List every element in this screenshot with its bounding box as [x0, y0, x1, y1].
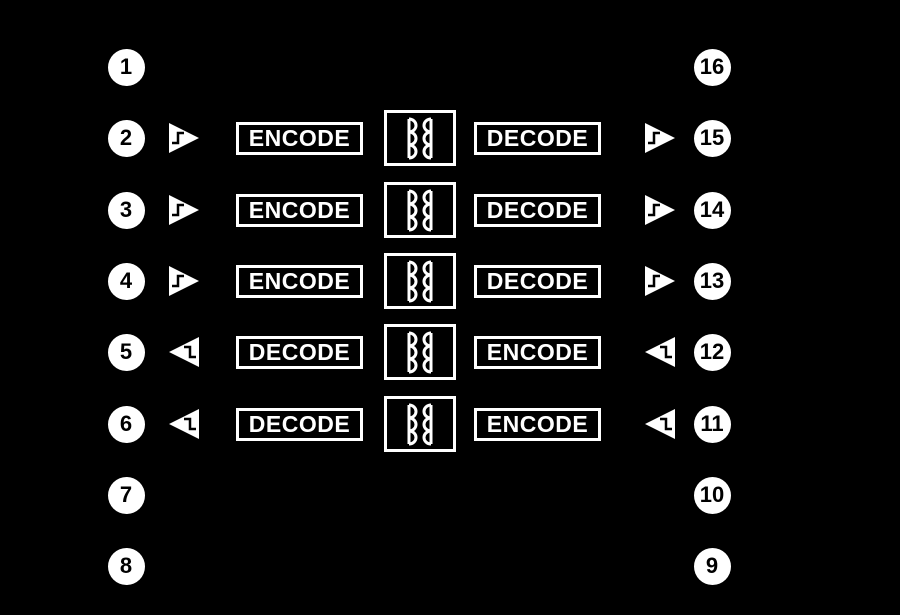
schmitt-buffer-icon [169, 123, 199, 153]
pin-10: 10 [693, 476, 731, 514]
pin-1: 1 [107, 48, 145, 86]
schmitt-buffer-icon [169, 409, 199, 439]
schmitt-buffer-icon [645, 195, 675, 225]
transformer-isolation-icon [384, 182, 456, 238]
schmitt-buffer-icon [169, 337, 199, 367]
schmitt-buffer-icon [169, 195, 199, 225]
pin-14: 14 [693, 191, 731, 229]
pin-11: 11 [693, 405, 731, 443]
pin-9: 9 [693, 547, 731, 585]
transformer-isolation-icon [384, 253, 456, 309]
decode-block: DECODE [474, 193, 601, 227]
decode-block: DECODE [236, 407, 363, 441]
schmitt-buffer-icon [645, 337, 675, 367]
schmitt-buffer-icon [645, 409, 675, 439]
encode-block: ENCODE [236, 121, 363, 155]
schmitt-buffer-icon [645, 123, 675, 153]
pin-6: 6 [107, 405, 145, 443]
transformer-isolation-icon [384, 324, 456, 380]
encode-block: ENCODE [236, 264, 363, 298]
decode-block: DECODE [474, 121, 601, 155]
pin-16: 16 [693, 48, 731, 86]
transformer-isolation-icon [384, 110, 456, 166]
encode-block: ENCODE [474, 335, 601, 369]
pin-3: 3 [107, 191, 145, 229]
decode-block: DECODE [236, 335, 363, 369]
pin-12: 12 [693, 333, 731, 371]
encode-block: ENCODE [236, 193, 363, 227]
pin-8: 8 [107, 547, 145, 585]
decode-block: DECODE [474, 264, 601, 298]
pin-5: 5 [107, 333, 145, 371]
pin-7: 7 [107, 476, 145, 514]
schmitt-buffer-icon [645, 266, 675, 296]
pin-4: 4 [107, 262, 145, 300]
pin-2: 2 [107, 119, 145, 157]
schmitt-buffer-icon [169, 266, 199, 296]
encode-block: ENCODE [474, 407, 601, 441]
transformer-isolation-icon [384, 396, 456, 452]
pin-13: 13 [693, 262, 731, 300]
pin-15: 15 [693, 119, 731, 157]
